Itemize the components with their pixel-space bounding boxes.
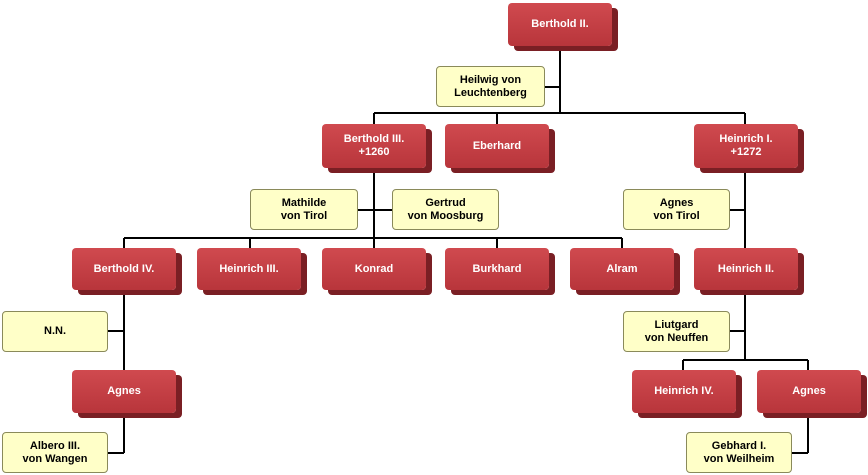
- person-berthold-iii: Berthold III. +1260: [322, 124, 426, 168]
- person-konrad: Konrad: [322, 248, 426, 290]
- spouse-gertrud-von-moosburg: Gertrud von Moosburg: [392, 189, 499, 230]
- spouse-mathilde-von-tirol: Mathilde von Tirol: [250, 189, 358, 230]
- person-agnes-left: Agnes: [72, 370, 176, 413]
- person-alram: Alram: [570, 248, 674, 290]
- person-heinrich-iii: Heinrich III.: [197, 248, 301, 290]
- spouse-agnes-von-tirol: Agnes von Tirol: [623, 189, 730, 230]
- spouse-nn: N.N.: [2, 311, 108, 352]
- spouse-albero-iii-von-wangen: Albero III. von Wangen: [2, 432, 108, 473]
- spouse-liutgard-von-neuffen: Liutgard von Neuffen: [623, 311, 730, 352]
- person-berthold-iv: Berthold IV.: [72, 248, 176, 290]
- spouse-gebhard-i-von-weilheim: Gebhard I. von Weilheim: [686, 432, 792, 473]
- spouse-heilwig-von-leuchtenberg: Heilwig von Leuchtenberg: [436, 66, 545, 107]
- person-agnes-right: Agnes: [757, 370, 861, 413]
- person-heinrich-iv: Heinrich IV.: [632, 370, 736, 413]
- person-berthold-ii: Berthold II.: [508, 3, 612, 46]
- person-eberhard: Eberhard: [445, 124, 549, 168]
- person-heinrich-i: Heinrich I. +1272: [694, 124, 798, 168]
- person-heinrich-ii: Heinrich II.: [694, 248, 798, 290]
- person-burkhard: Burkhard: [445, 248, 549, 290]
